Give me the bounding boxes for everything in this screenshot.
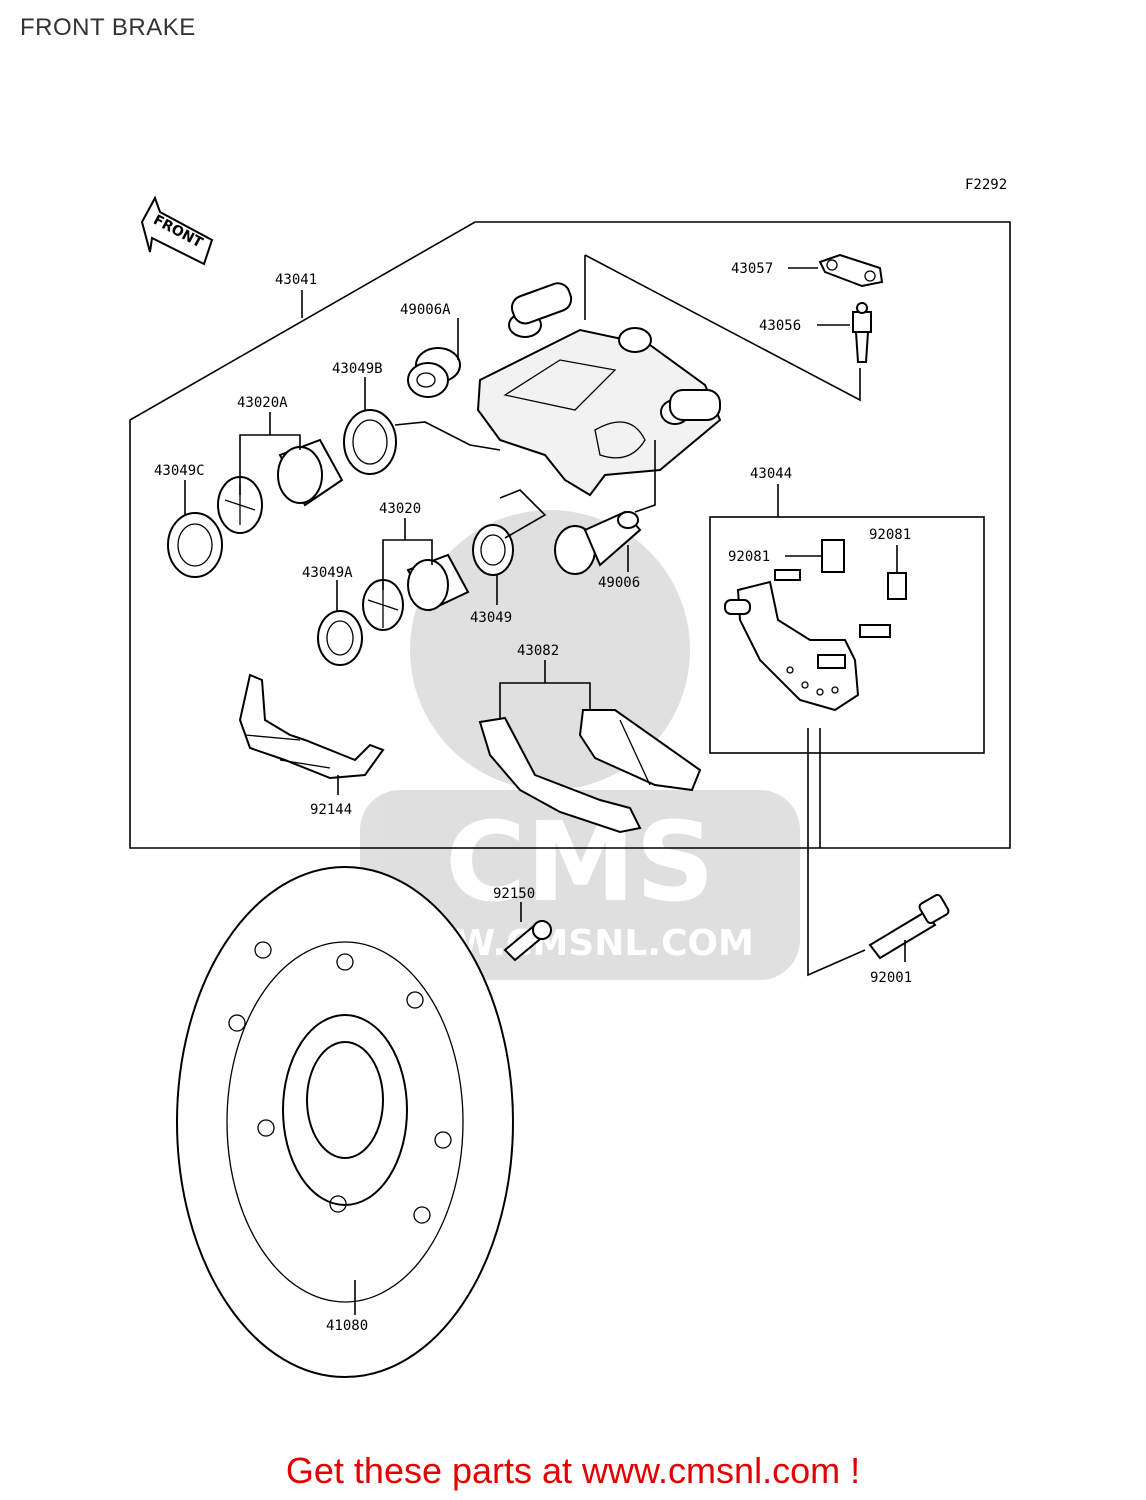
label-43049B: 43049B xyxy=(332,361,383,377)
part-49006 xyxy=(554,510,642,575)
part-92150-bolt xyxy=(503,920,552,962)
bracket-assembly-outline xyxy=(709,516,985,754)
label-43049C: 43049C xyxy=(154,463,205,479)
label-43020A: 43020A xyxy=(237,395,288,411)
label-92081-left: 92081 xyxy=(728,549,770,565)
part-49006A xyxy=(407,347,461,398)
part-43020 xyxy=(362,553,470,631)
label-43044: 43044 xyxy=(750,466,792,482)
leader-lines xyxy=(184,254,906,1315)
part-92081-boot xyxy=(821,539,907,600)
label-92150: 92150 xyxy=(493,886,535,902)
part-41080-disc xyxy=(176,866,514,1378)
footer-link[interactable]: Get these parts at www.cmsnl.com ! xyxy=(285,1450,861,1491)
caliper-assembly-outline xyxy=(129,221,1011,849)
front-arrow-icon: FRONT xyxy=(140,195,214,266)
figure-code: F2292 xyxy=(965,177,1007,193)
part-43082-pads xyxy=(478,709,702,834)
part-43049 xyxy=(472,524,514,576)
label-43041: 43041 xyxy=(275,272,317,288)
part-43057 xyxy=(818,253,884,288)
part-43056 xyxy=(852,302,872,363)
label-43057: 43057 xyxy=(731,261,773,277)
part-92144-spring xyxy=(238,673,385,780)
part-43049C xyxy=(167,512,223,578)
label-49006: 49006 xyxy=(598,575,640,591)
part-92001-bolt xyxy=(868,893,950,960)
label-43049A: 43049A xyxy=(302,565,353,581)
part-43044-bracket xyxy=(724,569,891,712)
part-43049A xyxy=(317,610,363,666)
label-41080: 41080 xyxy=(326,1318,368,1334)
label-49006A: 49006A xyxy=(400,302,451,318)
label-43049: 43049 xyxy=(470,610,512,626)
part-43020A xyxy=(217,438,344,534)
label-92001: 92001 xyxy=(870,970,912,986)
label-43082: 43082 xyxy=(517,643,559,659)
label-92144: 92144 xyxy=(310,802,352,818)
page-title: FRONT BRAKE xyxy=(20,14,196,41)
part-43049B xyxy=(343,409,397,475)
label-43056: 43056 xyxy=(759,318,801,334)
label-92081-right: 92081 xyxy=(869,527,911,543)
caliper-body xyxy=(476,282,722,497)
label-43020: 43020 xyxy=(379,501,421,517)
